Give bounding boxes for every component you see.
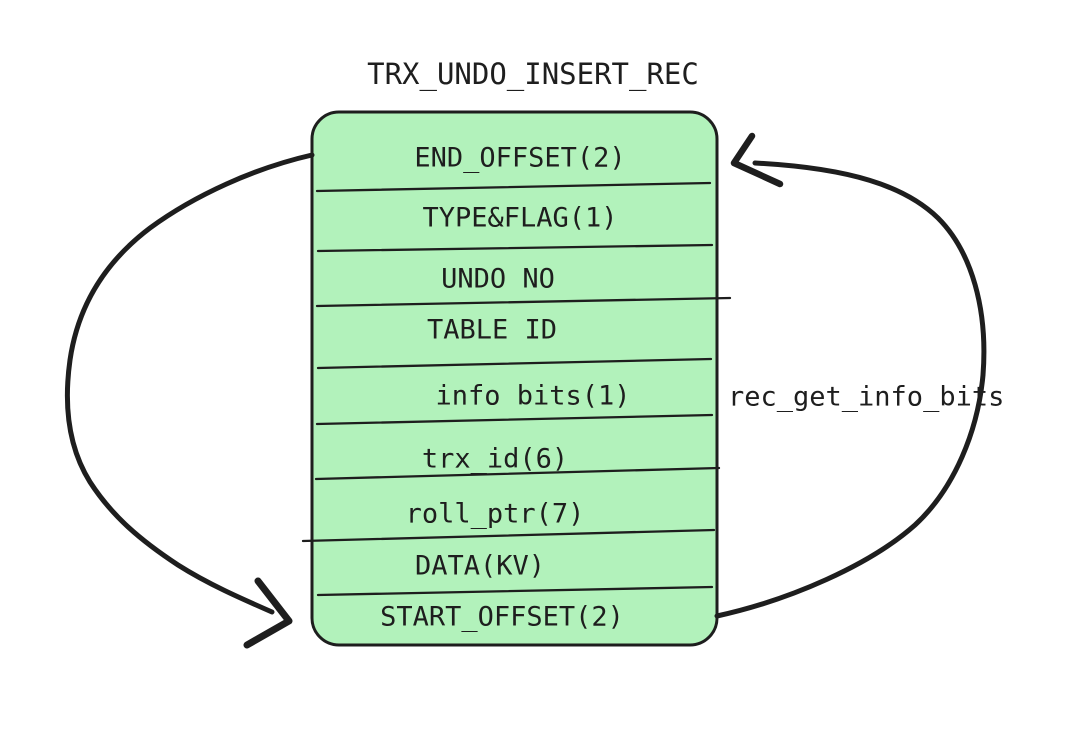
row-label-roll-ptr: roll_ptr(7) [406,499,585,530]
record-box [310,110,719,647]
row-label-start-offset: START_OFFSET(2) [380,602,624,633]
row-label-trx-id: trx_id(6) [422,444,568,475]
right-wrap-arrow [714,160,987,619]
left-arrowhead-icon [243,577,293,649]
row-label-data-kv: DATA(KV) [415,551,545,582]
divider-below-trx-id [314,466,721,481]
divider-below-data [316,585,714,597]
divider-below-roll-ptr [301,528,716,543]
divider-below-type-flag [316,243,714,253]
left-wrap-arrow [64,152,315,615]
row-label-table-id: TABLE ID [427,315,557,346]
divider-below-info-bits [315,413,714,426]
right-arrowhead-icon [730,132,784,188]
row-label-type-flag: TYPE&FLAG(1) [422,203,617,234]
divider-below-table-id [316,357,713,370]
diagram-title: TRX_UNDO_INSERT_REC [367,57,699,92]
divider-below-undo-no [315,296,732,308]
row-label-info-bits: info bits(1) [435,381,630,412]
row-label-end-offset: END_OFFSET(2) [414,143,625,174]
row-label-undo-no: UNDO NO [441,264,555,295]
info-bits-function-label: rec_get_info_bits [728,382,1004,413]
divider-below-end-offset [315,181,712,193]
